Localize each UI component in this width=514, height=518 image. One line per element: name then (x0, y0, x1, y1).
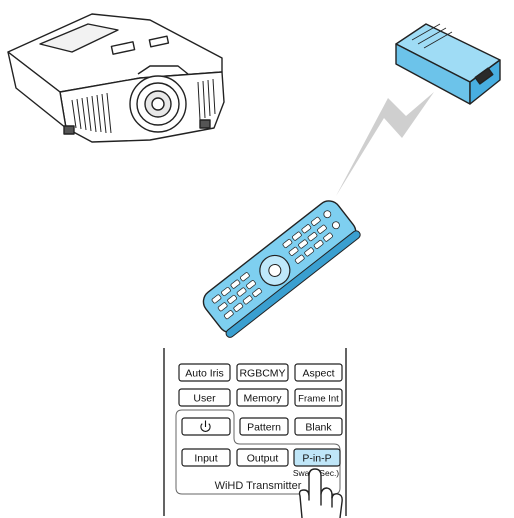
memory-label: Memory (244, 393, 283, 405)
wihd-transmitter-group-outline (175, 409, 341, 495)
output-label: Output (247, 453, 279, 465)
input-label: Input (194, 453, 217, 465)
remote-control-icon (202, 200, 361, 338)
user-button[interactable] (178, 388, 231, 407)
remote-closeup-panel: Auto Iris RGBCMY Aspect User Memory Fram… (163, 348, 347, 518)
frame-int-button[interactable] (294, 388, 343, 407)
rgbcmy-button[interactable] (236, 363, 289, 382)
p-in-p-label: P-in-P (302, 453, 331, 465)
frame-int-label: Frame Int (298, 394, 339, 405)
aspect-button[interactable] (294, 363, 343, 382)
wihd-transmitter-label: WiHD Transmitter (215, 480, 302, 492)
p-in-p-button[interactable] (293, 448, 341, 467)
blank-label: Blank (305, 422, 332, 434)
input-button[interactable] (181, 448, 231, 467)
pointing-hand-icon (298, 468, 343, 518)
wihd-transmitter-icon (395, 23, 501, 105)
user-label: User (193, 393, 216, 405)
auto-iris-button[interactable] (178, 363, 231, 382)
power-icon (200, 420, 211, 432)
wireless-signal-icon (336, 92, 434, 196)
auto-iris-label: Auto Iris (185, 368, 224, 380)
pattern-label: Pattern (247, 422, 281, 434)
pattern-button[interactable] (239, 417, 289, 436)
projector-icon (7, 13, 225, 143)
output-button[interactable] (236, 448, 289, 467)
memory-button[interactable] (236, 388, 289, 407)
blank-button[interactable] (294, 417, 343, 436)
aspect-label: Aspect (302, 368, 334, 380)
rgbcmy-label: RGBCMY (239, 368, 285, 380)
